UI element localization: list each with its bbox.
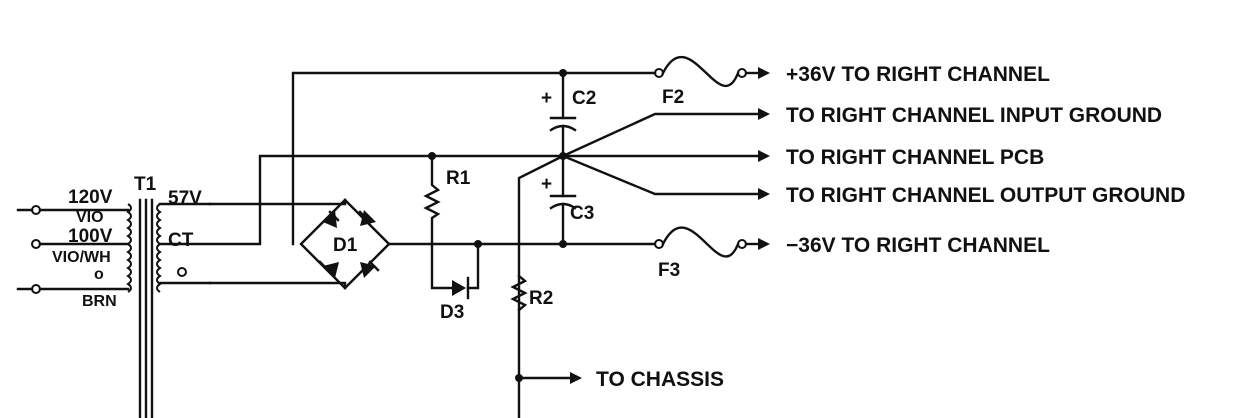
tap-mark: o <box>94 266 104 283</box>
diode-d3 <box>430 242 480 300</box>
center-tap-label: CT <box>168 230 194 251</box>
arrow-input-ground-icon <box>758 108 770 120</box>
resistor-r1 <box>423 152 441 246</box>
capacitor-c2 <box>549 69 577 158</box>
d3-label: D3 <box>440 302 464 323</box>
r1-label: R1 <box>446 168 471 189</box>
output-pcb: TO RIGHT CHANNEL PCB <box>786 146 1044 169</box>
tap-100v: 100V <box>68 226 113 247</box>
c3-plus-sign: + <box>541 174 552 195</box>
capacitor-c3 <box>549 154 577 246</box>
output-chassis: TO CHASSIS <box>596 368 724 391</box>
f2-label: F2 <box>662 87 684 108</box>
output-pos-rail: +36V TO RIGHT CHANNEL <box>786 63 1050 86</box>
output-input-ground: TO RIGHT CHANNEL INPUT GROUND <box>786 104 1162 127</box>
tap-120v: 120V <box>68 187 113 208</box>
tap-vio: VIO <box>76 209 104 226</box>
transformer-ref: T1 <box>134 174 157 195</box>
secondary-voltage: 57V <box>168 188 202 209</box>
output-neg-rail: −36V TO RIGHT CHANNEL <box>786 234 1050 257</box>
c2-plus-sign: + <box>541 88 552 109</box>
output-output-ground: TO RIGHT CHANNEL OUTPUT GROUND <box>786 184 1185 207</box>
fuse-f2 <box>654 55 770 88</box>
secondary-dot-icon <box>177 267 187 277</box>
bridge-rectifier-d1 <box>299 198 391 290</box>
c3-label: C3 <box>570 203 594 224</box>
transformer-t1 <box>126 198 212 418</box>
resistor-r2 <box>510 274 528 312</box>
arrow-output-ground-icon <box>758 188 770 200</box>
tap-brn: BRN <box>82 293 117 310</box>
tap-vio-wh: VIO/WH <box>52 249 111 266</box>
arrow-pcb-icon <box>758 150 770 162</box>
r2-label: R2 <box>529 288 553 309</box>
bridge-label: D1 <box>333 235 358 256</box>
fuse-f3 <box>654 226 770 258</box>
f3-label: F3 <box>658 260 680 281</box>
chassis-connection <box>515 372 582 384</box>
primary-input-wires <box>16 205 130 294</box>
ground-fanout <box>430 112 760 418</box>
c2-label: C2 <box>572 88 596 109</box>
